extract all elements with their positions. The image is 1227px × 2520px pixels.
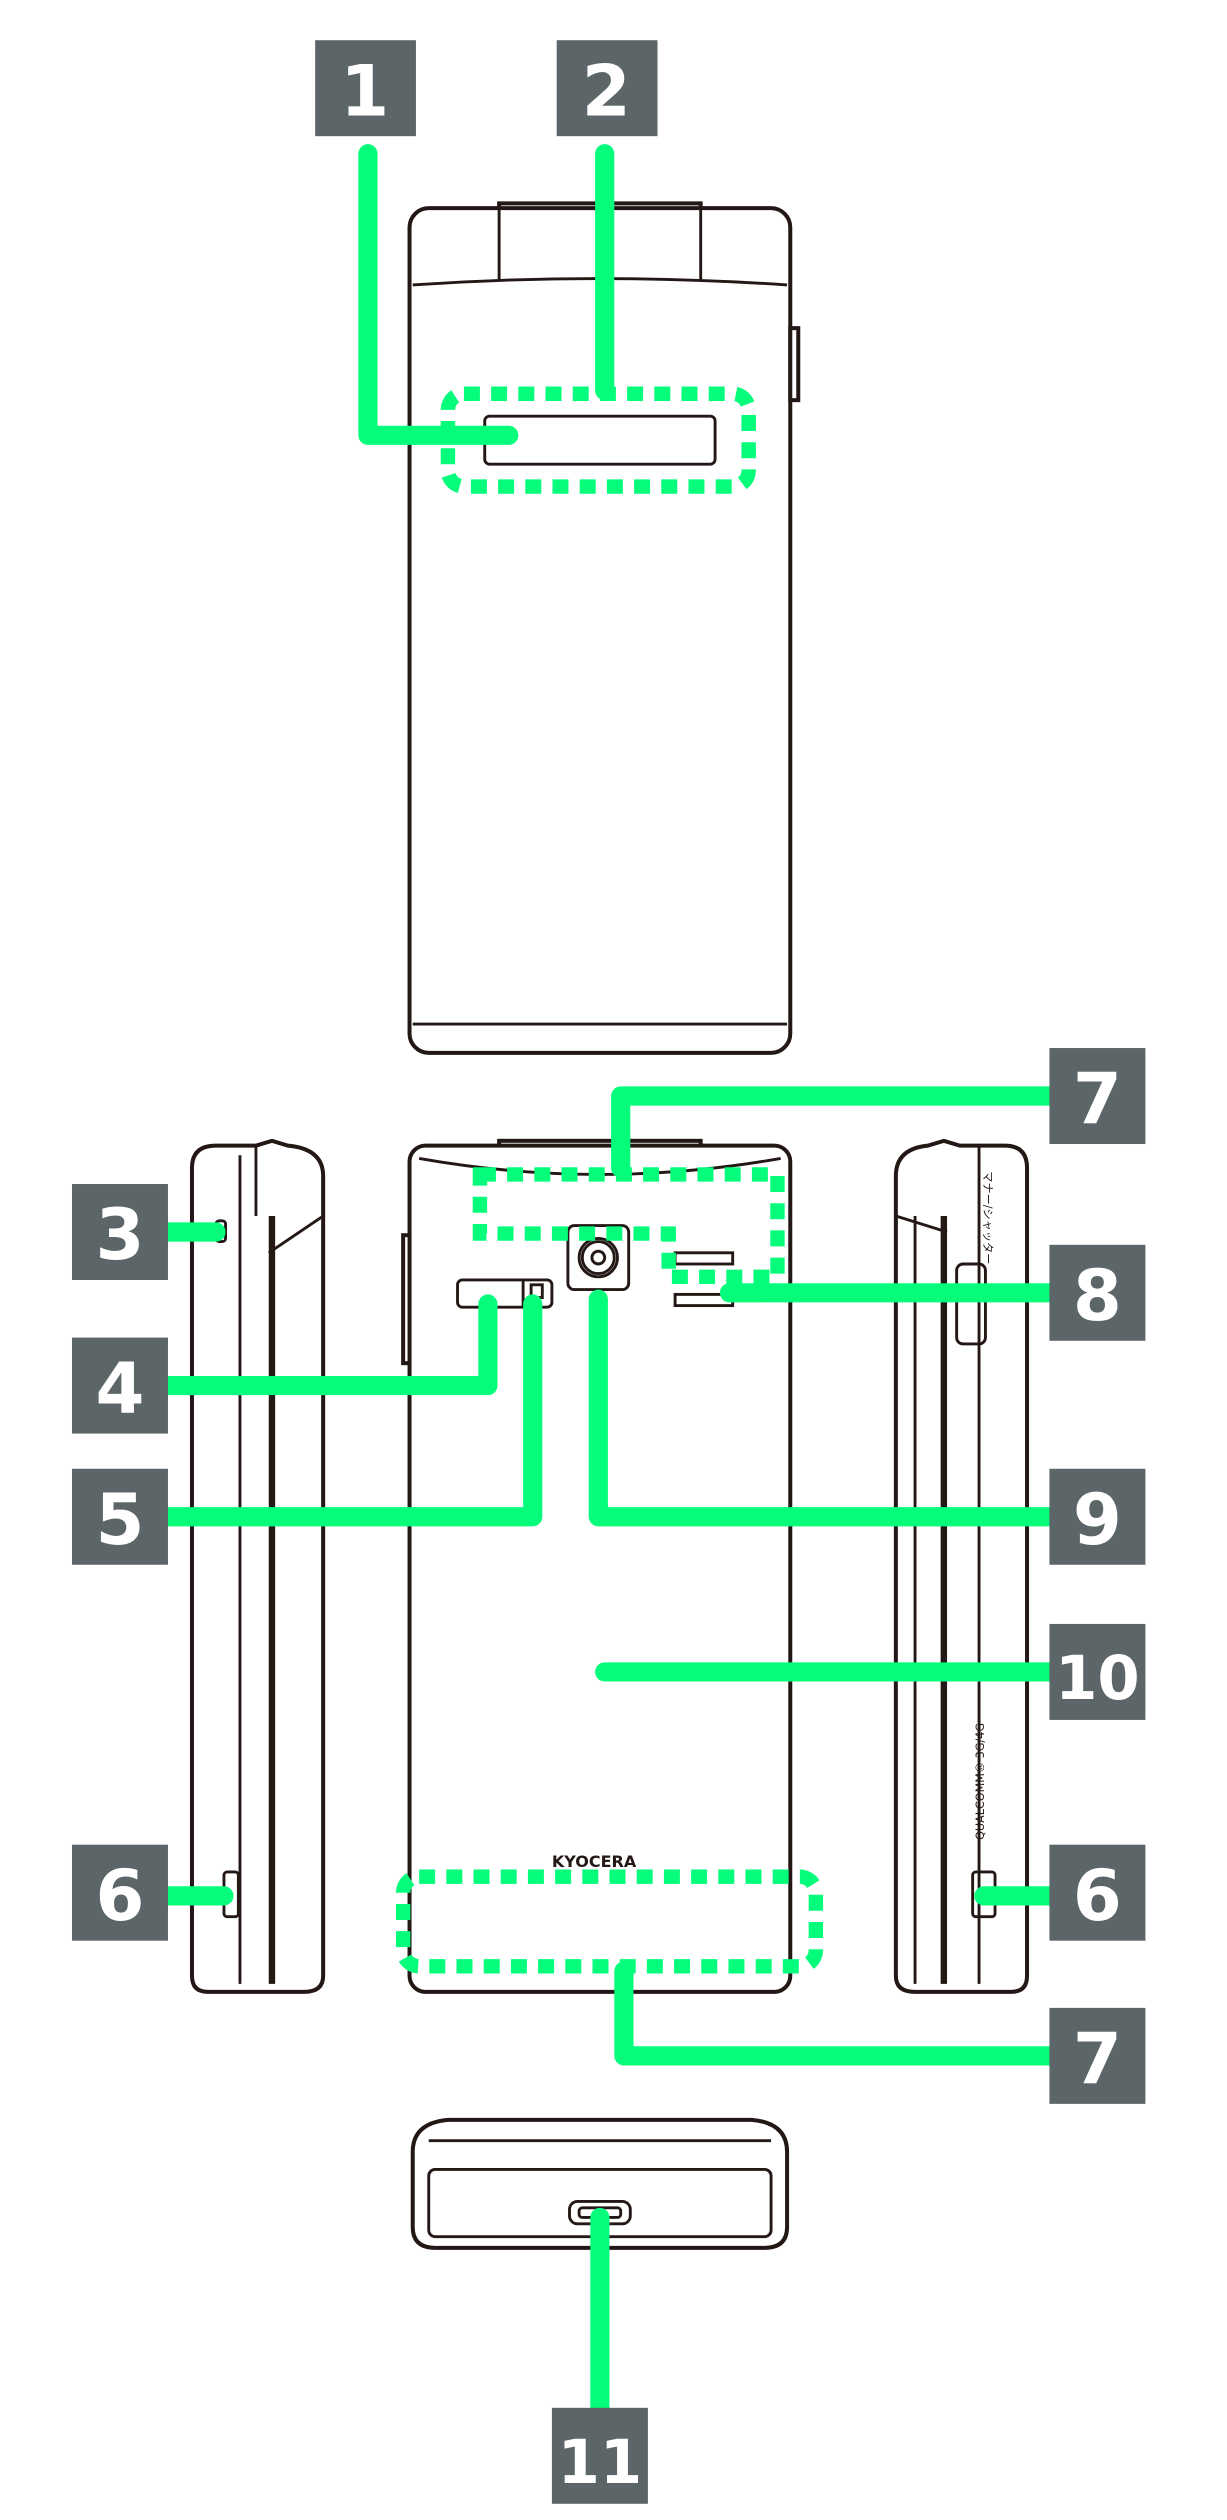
badge-7-bottom: 7 <box>1049 2007 1146 2104</box>
svg-text:9: 9 <box>1073 1479 1122 1561</box>
svg-text:10: 10 <box>1055 1644 1140 1714</box>
badge-9: 9 <box>1049 1468 1146 1565</box>
badge-3: 3 <box>71 1184 168 1280</box>
badge-7-top: 7 <box>1049 1048 1146 1145</box>
badge-5: 5 <box>71 1468 168 1565</box>
svg-text:5: 5 <box>95 1479 144 1561</box>
phone-bottom <box>410 2117 790 2250</box>
manner-shutter-text: マナー/シャッター <box>981 1171 994 1264</box>
svg-text:7: 7 <box>1073 1058 1122 1140</box>
badge-6-left: 6 <box>71 1844 168 1941</box>
kyocera-logo: KYOCERA <box>552 1852 637 1871</box>
callout-lines <box>158 144 1060 2418</box>
svg-text:11: 11 <box>558 2428 643 2498</box>
badge-10: 10 <box>1049 1623 1146 1720</box>
svg-text:7: 7 <box>1073 2018 1122 2100</box>
svg-text:6: 6 <box>1073 1855 1122 1937</box>
badge-11: 11 <box>551 2407 648 2504</box>
badge-2: 2 <box>556 40 658 137</box>
phone-right-side: マナー/シャッター QUALCOMM® 3G/4G <box>893 1138 1030 1994</box>
badge-8: 8 <box>1049 1244 1146 1341</box>
svg-text:8: 8 <box>1073 1255 1122 1337</box>
svg-text:3: 3 <box>95 1194 144 1276</box>
manner-shutter-key <box>955 1262 987 1346</box>
badge-1: 1 <box>315 40 416 137</box>
svg-text:2: 2 <box>582 50 631 132</box>
svg-text:6: 6 <box>95 1855 144 1937</box>
phone-back: KYOCERA <box>395 1138 824 1994</box>
badge-6-right: 6 <box>1049 1844 1146 1941</box>
svg-text:1: 1 <box>340 50 389 132</box>
qualcomm-text: QUALCOMM® 3G/4G <box>974 1723 987 1840</box>
svg-text:4: 4 <box>95 1348 144 1430</box>
flash-light <box>456 1278 554 1309</box>
phone-left-side <box>189 1138 326 1994</box>
badge-4: 4 <box>71 1337 168 1434</box>
